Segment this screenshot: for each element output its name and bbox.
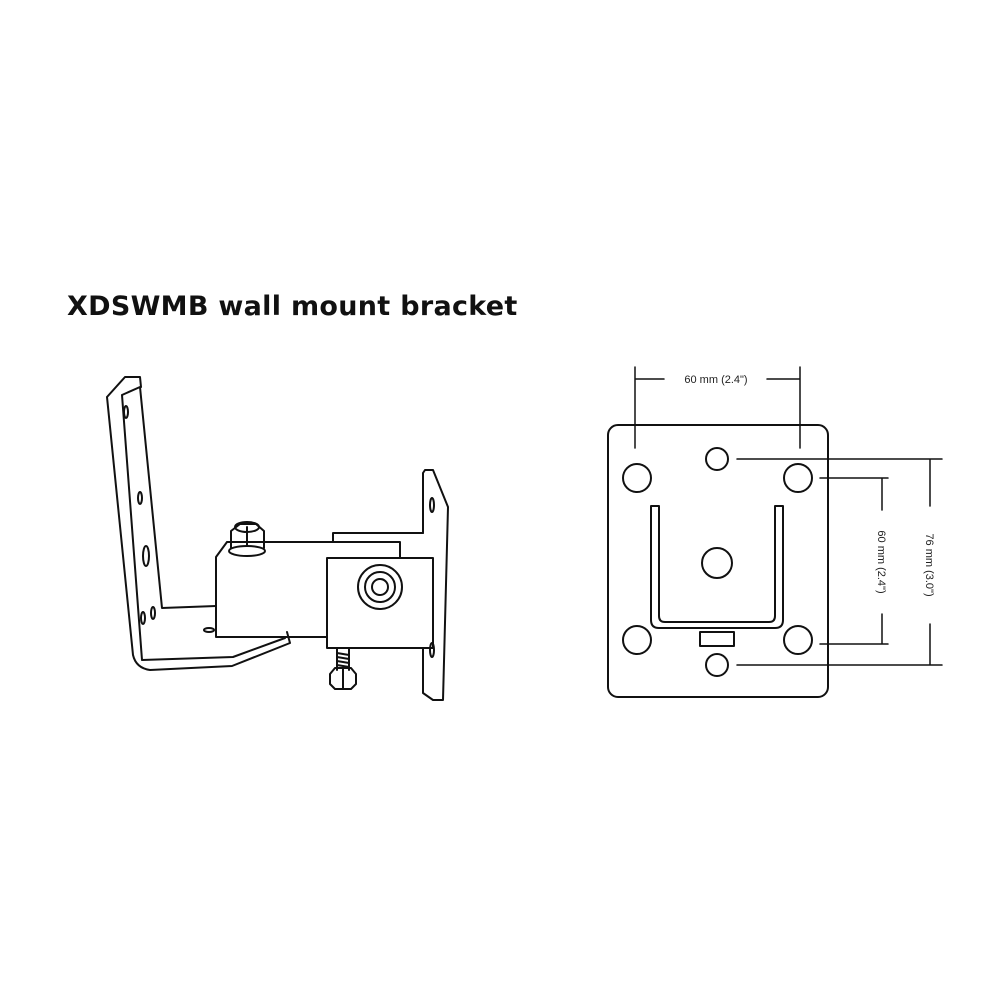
mount-hole: [783, 463, 813, 493]
mount-hole: [783, 625, 813, 655]
mount-hole: [622, 463, 652, 493]
mount-hole: [705, 653, 729, 677]
channel-tab: [699, 631, 735, 647]
wall-plate-back-edge: [106, 376, 291, 671]
inner-height-dimension-label: 60 mm (2.4"): [875, 530, 887, 593]
mount-hole: [622, 625, 652, 655]
top-nut-icon: [228, 521, 266, 557]
wall-plate-front-face: [121, 386, 286, 661]
width-dimension-label: 60 mm (2.4"): [684, 374, 747, 386]
mount-hole: [701, 547, 733, 579]
swivel-arm: [215, 532, 424, 638]
u-channel: [650, 505, 784, 629]
front-nut-icon: [357, 564, 403, 610]
plate-top-view: [607, 424, 829, 698]
diagram-title: XDSWMB wall mount bracket: [67, 291, 518, 322]
outer-height-dimension-label: 76 mm (3.0"): [923, 533, 935, 596]
dimension-lines: [634, 366, 943, 666]
mount-hole: [705, 447, 729, 471]
speaker-mount-plate: [422, 469, 449, 701]
adjust-bolt-icon: [329, 647, 357, 690]
bracket-perspective-illustration: [106, 376, 449, 701]
